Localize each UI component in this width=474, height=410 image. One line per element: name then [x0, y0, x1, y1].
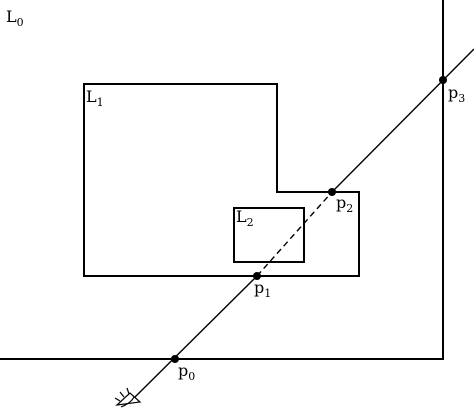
point-p1-marker: [253, 272, 261, 280]
label-p0: p0: [178, 361, 195, 383]
region-l0-outline: [0, 0, 444, 360]
ray-segment-outer-lower: [134, 275, 258, 398]
label-p2: p2: [336, 193, 353, 215]
label-p1: p1: [254, 278, 271, 300]
label-p3: p3: [448, 83, 465, 105]
ray-segment-hidden: [256, 191, 333, 277]
ray-segment-outer-upper: [331, 48, 474, 193]
point-p0-marker: [171, 355, 179, 363]
label-l1: L1: [86, 87, 104, 109]
region-l1-outline: [83, 83, 360, 277]
point-p2-marker: [328, 188, 336, 196]
eye-icon: [114, 387, 142, 408]
label-l2: L2: [236, 207, 254, 229]
region-l2-outline: [233, 207, 305, 263]
label-l0: L0: [6, 7, 24, 29]
point-p3-marker: [439, 76, 447, 84]
